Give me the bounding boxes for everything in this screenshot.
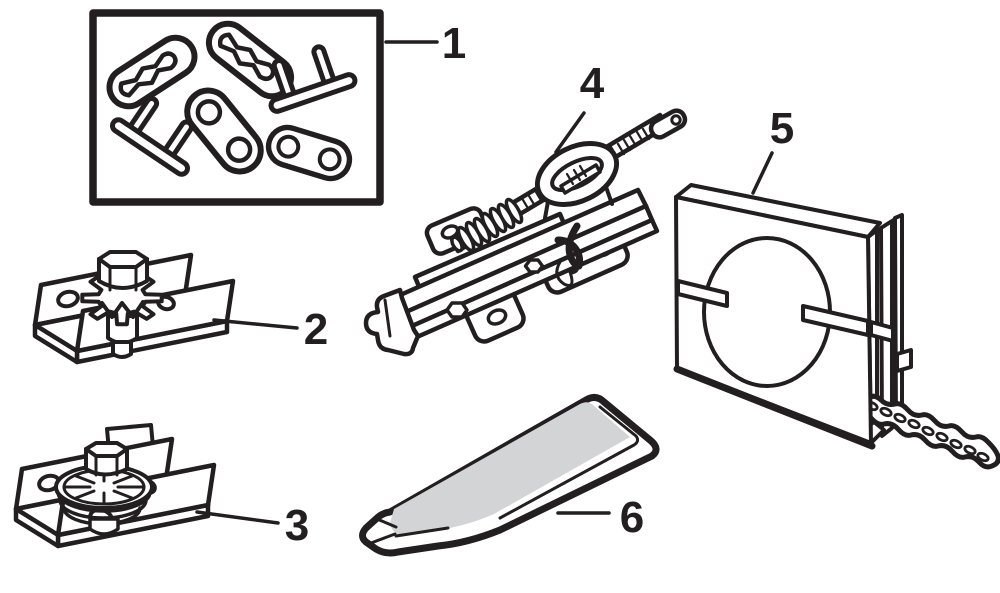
- part-5-chain-box: [673, 183, 1000, 470]
- part-3-pulley-bracket: [16, 423, 214, 546]
- part-1-fastener-kit: [89, 9, 384, 206]
- part-number-label-2: 2: [304, 305, 328, 354]
- part-6-grease-tube: [359, 393, 660, 557]
- callouts: 1 2 3 4 5 6: [195, 19, 794, 550]
- rail-end-cap: [363, 287, 421, 357]
- leader-line-3: [195, 510, 280, 525]
- part-number-label-3: 3: [285, 501, 309, 550]
- drive-chain: [852, 393, 1000, 470]
- part-number-label-5: 5: [770, 104, 794, 153]
- strap: [801, 304, 870, 337]
- leader-line-5: [751, 151, 774, 195]
- leader-line-4: [554, 111, 586, 154]
- leader-line-2: [212, 318, 299, 330]
- pulley-assembly: [54, 441, 154, 536]
- part-number-label-4: 4: [580, 59, 605, 108]
- hex-nut: [445, 301, 469, 319]
- strap: [676, 279, 729, 308]
- hex-nut: [523, 258, 545, 274]
- part-2-sprocket-bracket: [35, 250, 233, 362]
- tension-spring: [456, 197, 524, 253]
- retainer-clip: [554, 222, 584, 287]
- sprocket-assembly: [80, 250, 164, 359]
- pouch-contents: [390, 402, 630, 535]
- part-number-label-6: 6: [620, 493, 644, 542]
- part-number-label-1: 1: [442, 19, 466, 68]
- rod-end-tab: [648, 108, 688, 140]
- part-4-trolley-assembly: [363, 108, 688, 357]
- side-tab: [895, 348, 913, 373]
